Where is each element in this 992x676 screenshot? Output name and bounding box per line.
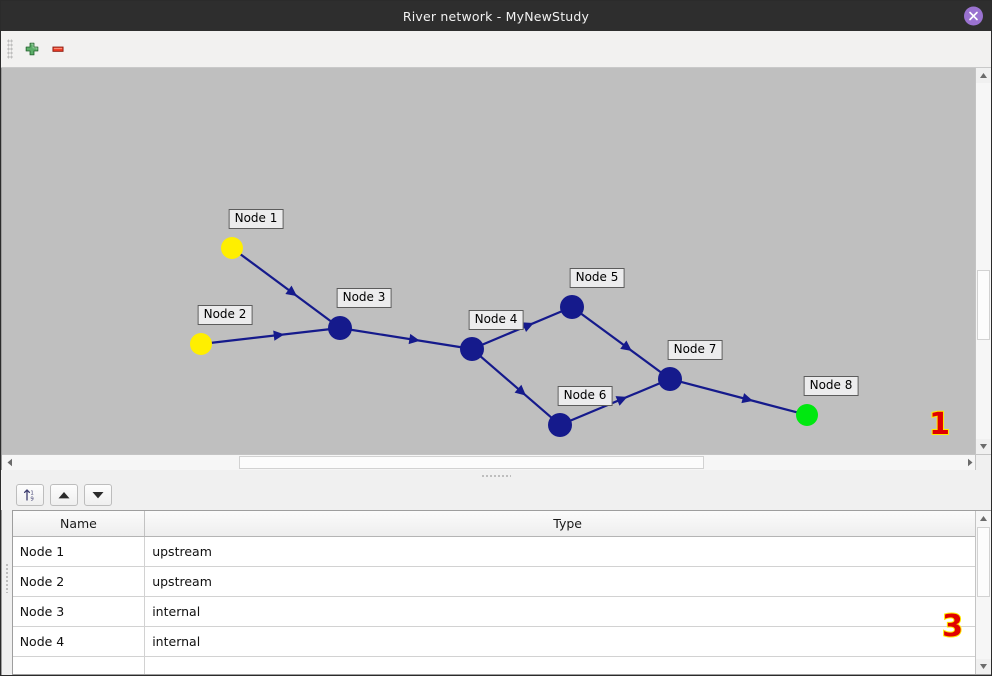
nodes-cell[interactable]: Node 4 — [12, 626, 146, 657]
horizontal-splitter[interactable] — [1, 470, 991, 480]
splitter-grip-icon — [5, 562, 9, 593]
scroll-right-icon[interactable] — [963, 455, 978, 470]
diagram-node-node6[interactable] — [548, 413, 572, 437]
canvas-vscroll-thumb[interactable] — [977, 270, 990, 340]
splitter-grip-icon — [481, 473, 511, 477]
edge-arrow-node7-node8 — [741, 393, 754, 404]
diagram-node-label-node8[interactable]: Node 8 — [803, 376, 859, 396]
vertical-splitter[interactable] — [1, 480, 12, 675]
nodes-cell[interactable]: upstream — [144, 536, 992, 567]
diagram-node-node8[interactable] — [796, 404, 818, 426]
nodes-cell[interactable]: internal — [144, 626, 992, 657]
diagram-node-node2[interactable] — [190, 333, 212, 355]
diagram-node-label-node7[interactable]: Node 7 — [667, 340, 723, 360]
nodes-column-header[interactable]: Name — [12, 511, 146, 537]
scroll-up-icon[interactable] — [976, 511, 991, 526]
scroll-down-icon[interactable] — [976, 439, 991, 454]
add-plus-icon[interactable] — [19, 36, 45, 62]
nodes-column-header[interactable]: Type — [144, 511, 992, 537]
nodes-toolbar: 1 9 — [12, 480, 991, 510]
annotation-marker-1: 1 — [928, 406, 951, 443]
scroll-down-icon[interactable] — [976, 659, 992, 674]
arrow-down-icon[interactable] — [83, 484, 112, 506]
svg-text:1: 1 — [30, 490, 33, 496]
canvas-hscroll-thumb[interactable] — [239, 456, 704, 469]
nodes-cell[interactable]: internal — [144, 596, 992, 627]
edge-arrow-node6-node7 — [615, 396, 628, 406]
edge-arrow-node2-node3 — [273, 330, 285, 341]
window-title: River network - MyNewStudy — [402, 8, 590, 24]
annotation-marker-3: 3 — [941, 608, 964, 645]
nodes-vertical-scrollbar[interactable] — [975, 511, 992, 674]
edge-node5-node7[interactable] — [580, 312, 662, 374]
nodes-vscroll-thumb[interactable] — [977, 527, 991, 597]
delete-minus-icon[interactable] — [45, 36, 71, 62]
diagram-node-label-node4[interactable]: Node 4 — [468, 310, 524, 330]
main-toolbar — [1, 31, 991, 68]
diagram-node-label-node3[interactable]: Node 3 — [336, 288, 392, 308]
scroll-up-icon[interactable] — [976, 68, 991, 83]
edge-node4-node6[interactable] — [479, 355, 553, 419]
bottom-panels: 1 9 NameNode1Node2 Node 1 -> Node 3Node … — [1, 480, 992, 675]
scroll-left-icon[interactable] — [2, 455, 17, 470]
nodes-empty-cell[interactable] — [144, 656, 992, 674]
toolbar-grip[interactable] — [7, 39, 13, 59]
edge-arrow-node4-node5 — [522, 322, 534, 332]
river-network-diagram[interactable]: Node 1 Node 2 Node 3 Node 4 Node 5 Node 6 Node… — [2, 68, 978, 454]
reaches-panel: 1 9 NameNode1Node2 Node 1 -> Node 3Node … — [1, 480, 67, 675]
nodes-cell[interactable]: Node 1 — [12, 536, 146, 567]
diagram-node-label-node5[interactable]: Node 5 — [569, 268, 625, 288]
title-bar: River network - MyNewStudy — [1, 1, 991, 31]
edge-arrow-node4-node6 — [514, 384, 527, 396]
edge-arrow-node5-node7 — [620, 340, 632, 351]
edge-arrow-node3-node4 — [408, 333, 420, 345]
nodes-empty-cell[interactable] — [12, 656, 146, 674]
diagram-node-node5[interactable] — [560, 295, 584, 319]
canvas-horizontal-scrollbar[interactable] — [2, 454, 978, 470]
diagram-node-label-node1[interactable]: Node 1 — [228, 209, 284, 229]
diagram-node-node4[interactable] — [460, 337, 484, 361]
edge-node7-node8[interactable] — [680, 380, 798, 414]
svg-text:9: 9 — [30, 497, 34, 503]
diagram-node-node3[interactable] — [328, 316, 352, 340]
arrow-up-icon[interactable] — [49, 484, 78, 506]
diagram-node-label-node2[interactable]: Node 2 — [197, 305, 253, 325]
edge-arrow-node1-node3 — [285, 285, 297, 297]
edge-layer — [210, 253, 798, 422]
network-canvas-area: Node 1 Node 2 Node 3 Node 4 Node 5 Node 6 Node… — [1, 68, 991, 470]
edge-node6-node7[interactable] — [569, 382, 661, 422]
nodes-cell[interactable]: upstream — [144, 566, 992, 597]
nodes-cell[interactable]: Node 2 — [12, 566, 146, 597]
edge-node1-node3[interactable] — [239, 253, 332, 323]
close-icon[interactable] — [964, 6, 983, 26]
diagram-node-node1[interactable] — [221, 237, 243, 259]
canvas-vertical-scrollbar[interactable] — [975, 68, 991, 454]
diagram-node-node7[interactable] — [658, 367, 682, 391]
nodes-cell[interactable]: Node 3 — [12, 596, 146, 627]
scrollbar-corner — [975, 454, 991, 470]
edge-node2-node3[interactable] — [210, 328, 330, 344]
nodes-empty-row[interactable] — [12, 656, 992, 674]
sort-az-icon[interactable]: 1 9 — [15, 484, 44, 506]
edge-node3-node4[interactable] — [350, 328, 462, 349]
diagram-node-label-node6[interactable]: Node 6 — [557, 386, 613, 406]
